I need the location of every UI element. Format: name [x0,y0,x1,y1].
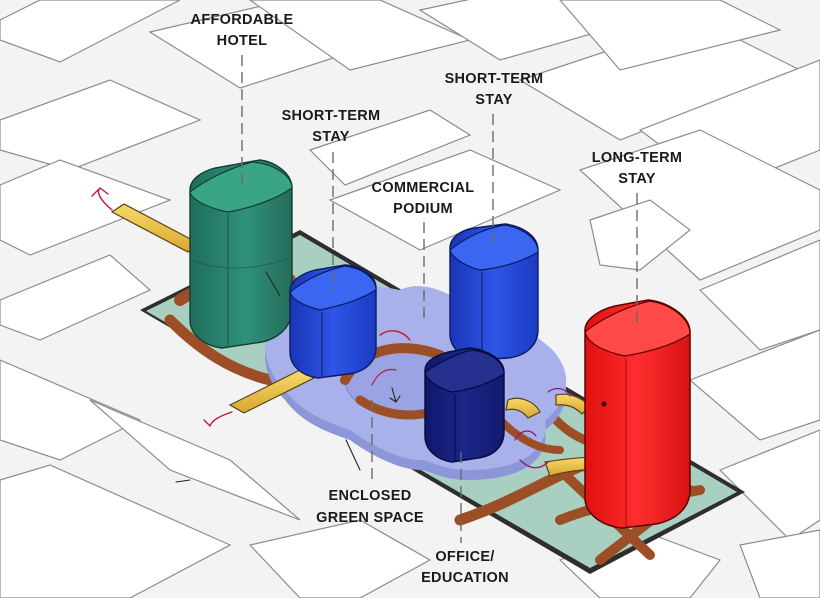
tower-short-term-stay-right [449,223,539,361]
label-short-term-stay-left-line1: SHORT-TERM [282,108,381,124]
label-office-education-line2: EDUCATION [421,570,509,586]
label-commercial-podium: COMMERCIAL PODIUM [372,180,475,217]
sketch-line-1 [265,271,281,297]
tower-long-term-stay [584,299,691,529]
label-short-term-stay-left-line2: STAY [312,129,349,145]
label-short-term-stay-right: SHORT-TERM STAY [445,71,544,108]
label-long-term-stay: LONG-TERM STAY [592,150,683,187]
label-short-term-stay-right-line2: STAY [475,92,512,108]
sketch-curve-2 [371,368,397,386]
sketch-line-2 [389,387,401,403]
label-commercial-podium-line2: PODIUM [393,201,453,217]
label-enclosed-green-space-line1: ENCLOSED [329,488,412,504]
sketch-line-3 [345,439,361,471]
label-long-term-stay-line2: STAY [618,171,655,187]
bridge-podium-navy [505,397,541,419]
label-short-term-stay-left: SHORT-TERM STAY [282,108,381,145]
sketch-curve-5 [547,387,571,397]
sketch-curve-3 [514,430,537,441]
label-office-education: OFFICE/ EDUCATION [421,549,509,586]
label-commercial-podium-line1: COMMERCIAL [372,180,475,196]
label-long-term-stay-line1: LONG-TERM [592,150,683,166]
annotation-ink [91,187,571,483]
sketch-tick [175,479,191,483]
sketch-curve-4 [519,459,549,469]
label-short-term-stay-right-line1: SHORT-TERM [445,71,544,87]
sketch-arrow-west-bottom [203,411,233,427]
label-affordable-hotel-line1: AFFORDABLE [191,12,294,28]
label-office-education-line1: OFFICE/ [435,549,494,565]
path-west-curve [164,314,276,386]
sketch-arrow-west-top [91,187,113,211]
label-affordable-hotel-line2: HOTEL [217,33,268,49]
leader-lines [241,55,638,543]
label-affordable-hotel: AFFORDABLE HOTEL [191,12,294,49]
tower-affordable-hotel [189,159,293,349]
label-enclosed-green-space: ENCLOSED GREEN SPACE [316,488,424,526]
tower-office-education [424,347,505,463]
label-enclosed-green-space-line2: GREEN SPACE [316,510,424,526]
sketch-curve-1 [379,330,411,341]
